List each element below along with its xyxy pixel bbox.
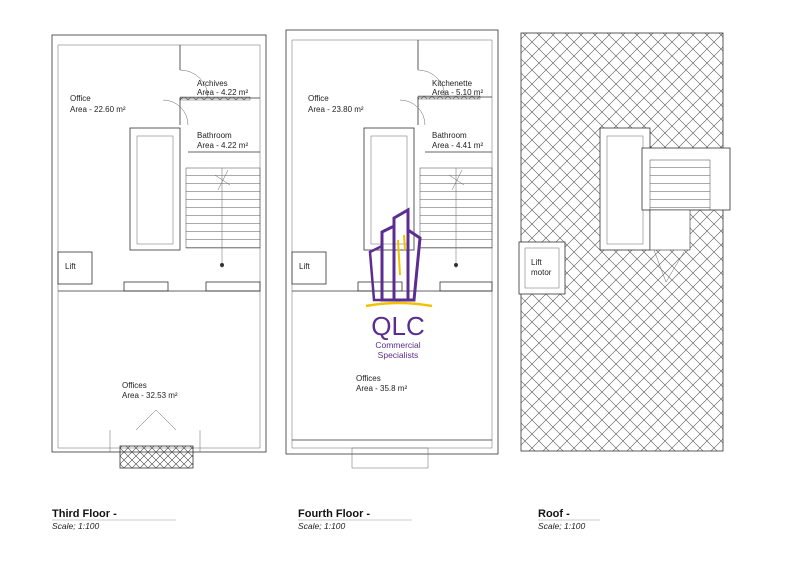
fourth-floor-kitchen-wall bbox=[417, 95, 481, 100]
logo-buildings-graphic bbox=[365, 207, 433, 308]
third-floor-core bbox=[129, 127, 181, 251]
fourth-floor-lift bbox=[291, 251, 327, 285]
roof-lift-motor-inner bbox=[524, 247, 560, 289]
roof-stairs bbox=[649, 159, 711, 211]
third-floor-balcony-doors bbox=[109, 409, 201, 452]
third-floor-balcony bbox=[119, 445, 194, 469]
third-floor-stair-arrow bbox=[214, 168, 231, 268]
third-floor-partitions bbox=[179, 45, 260, 153]
fourth-floor-core bbox=[363, 127, 415, 251]
third-offices-area: Area - 32.53 m² bbox=[122, 391, 178, 400]
third-floor-plan: Office Area - 22.60 m² Archives Area - 4… bbox=[51, 34, 267, 469]
fourth-offices-area: Area - 35.8 m² bbox=[356, 384, 407, 393]
fourth-floor-column-2 bbox=[439, 281, 493, 292]
third-offices-name: Offices bbox=[122, 381, 147, 390]
fourth-floor-core-inner bbox=[370, 135, 408, 245]
fourth-offices-name: Offices bbox=[356, 374, 381, 383]
fourth-floor-door-swing-2 bbox=[399, 99, 426, 126]
fourth-floor-balcony bbox=[351, 447, 429, 469]
fourth-bathroom-name: Bathroom bbox=[432, 131, 467, 140]
roof-title: Roof - bbox=[538, 508, 570, 520]
third-archives-area: Area - 4.22 m² bbox=[197, 88, 248, 97]
third-office-name: Office bbox=[70, 94, 91, 103]
third-floor-core-inner bbox=[136, 135, 174, 245]
third-floor-archives-wall bbox=[179, 96, 251, 101]
fourth-office-name: Office bbox=[308, 94, 329, 103]
fourth-floor-partitions bbox=[417, 40, 492, 153]
fourth-office-area: Area - 23.80 m² bbox=[308, 105, 364, 114]
third-archives-name: Archives bbox=[197, 79, 228, 88]
fourth-floor-plan: Office Area - 23.80 m² Kitchenette Area … bbox=[285, 29, 499, 469]
fourth-floor-stair-marker bbox=[454, 263, 458, 267]
third-floor-lift bbox=[57, 251, 93, 285]
third-bathroom-name: Bathroom bbox=[197, 131, 232, 140]
fourth-floor-door-swing bbox=[417, 69, 446, 98]
third-floor-title: Third Floor - bbox=[52, 508, 117, 520]
roof-lift-motor-room bbox=[518, 241, 566, 295]
fourth-floor-stair-arrow bbox=[448, 168, 465, 268]
fourth-floor-scale: Scale; 1:100 bbox=[298, 521, 346, 531]
fourth-kitchenette-name: Kitchenette bbox=[432, 79, 473, 88]
third-floor-stair-marker bbox=[220, 263, 224, 267]
roof-title-block: Roof - Scale; 1:100 bbox=[538, 508, 600, 531]
third-floor-door-swing-2 bbox=[162, 99, 189, 126]
third-floor-stairs bbox=[185, 167, 261, 249]
roof-stair-landing bbox=[649, 209, 691, 251]
third-floor-scale: Scale; 1:100 bbox=[52, 521, 100, 531]
roof-door-swing bbox=[653, 249, 685, 283]
third-floor-column-2 bbox=[205, 281, 261, 292]
roof-plan: Lift motor bbox=[518, 32, 731, 452]
third-floor-title-block: Third Floor - Scale; 1:100 bbox=[52, 508, 176, 531]
roof-scale: Scale; 1:100 bbox=[538, 521, 586, 531]
third-floor-door-swing bbox=[179, 69, 209, 99]
logo-letters: QLC bbox=[371, 311, 424, 341]
roof-lift-motor-line2: motor bbox=[531, 268, 552, 277]
qlc-logo: QLC Commercial Specialists bbox=[365, 207, 433, 360]
fourth-floor-title: Fourth Floor - bbox=[298, 508, 370, 520]
third-lift-name: Lift bbox=[65, 262, 76, 271]
third-bathroom-area: Area - 4.22 m² bbox=[197, 141, 248, 150]
logo-line1: Commercial bbox=[375, 340, 420, 350]
third-office-area: Area - 22.60 m² bbox=[70, 105, 126, 114]
fourth-floor-outer-wall bbox=[285, 29, 499, 455]
fourth-bathroom-area: Area - 4.41 m² bbox=[432, 141, 483, 150]
fourth-lift-name: Lift bbox=[299, 262, 310, 271]
fourth-floor-title-block: Fourth Floor - Scale; 1:100 bbox=[298, 508, 412, 531]
logo-line2: Specialists bbox=[378, 350, 419, 360]
third-floor-column-1 bbox=[123, 281, 169, 292]
roof-lift-motor-line1: Lift bbox=[531, 258, 542, 267]
fourth-kitchenette-area: Area - 5.10 m² bbox=[432, 88, 483, 97]
